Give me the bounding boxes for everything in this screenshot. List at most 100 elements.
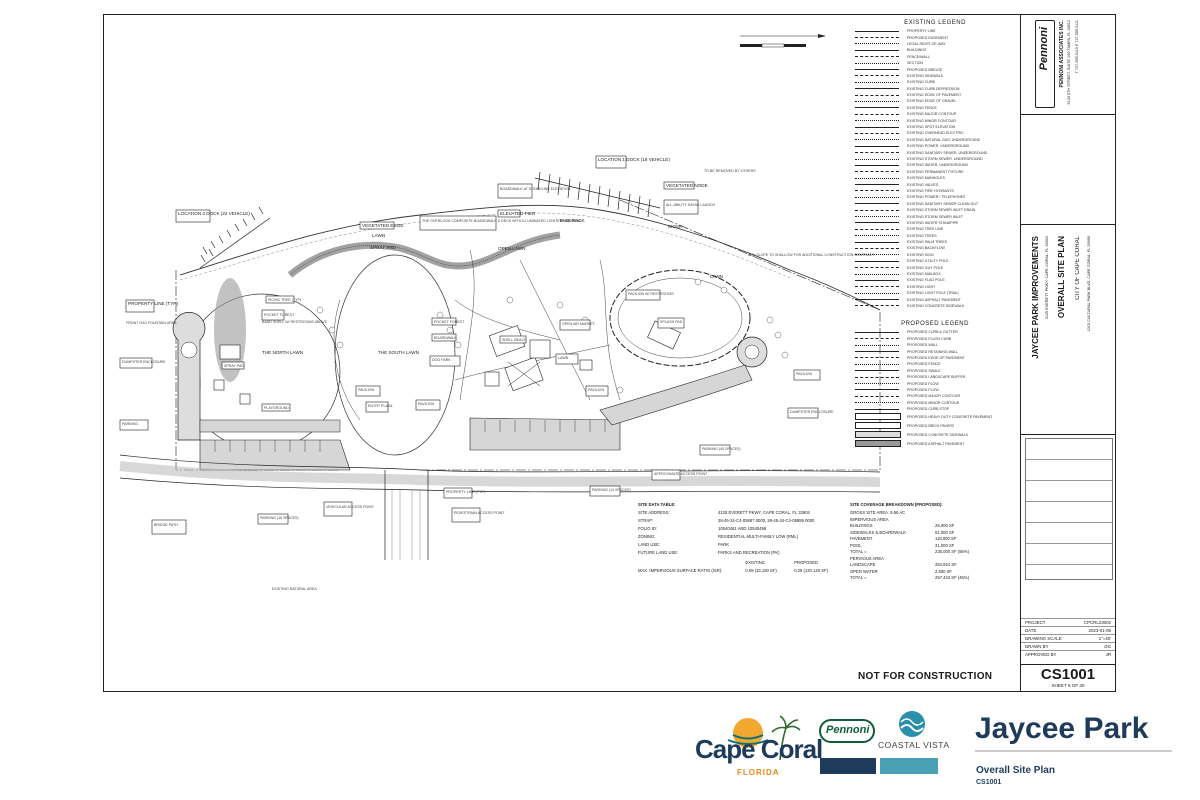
legend-item: EXISTING FLAG POLE bbox=[855, 277, 1015, 283]
site-data-table: SITE DATA TABLE: SITE ADDRESS:4125 EVERE… bbox=[638, 500, 843, 574]
legend-symbol bbox=[855, 74, 907, 78]
legend-item: PROPERTY LINE bbox=[855, 28, 1015, 34]
parking-diagonal-west bbox=[199, 419, 341, 433]
plan-label: OPEN LAWN bbox=[498, 246, 525, 251]
plan-label: BAND SHELL W/ RESTROOMS ABOVE bbox=[262, 320, 328, 324]
plan-label: PAVILION bbox=[358, 388, 374, 392]
legend-symbol bbox=[855, 431, 907, 439]
legend-item: EXISTING SANITARY SEWER CLEAN OUT bbox=[855, 201, 1015, 207]
plan-label: SHELL BEACH bbox=[502, 338, 527, 342]
plan-label: PARKING bbox=[122, 422, 138, 426]
legend-label: EXISTING EDGE OF GRAVEL bbox=[907, 99, 957, 104]
pennoni-logo-mark bbox=[819, 719, 938, 774]
legend-item: EXISTING WATER, UNDERGROUND bbox=[855, 162, 1015, 168]
legend-symbol bbox=[855, 208, 907, 212]
legend-symbol bbox=[855, 407, 907, 411]
legend-item: EXISTING SIGN bbox=[855, 252, 1015, 258]
footer-branding: Cape Coral FLORIDA Pennoni COASTAL VISTA bbox=[0, 700, 1200, 800]
legend-symbol bbox=[855, 440, 907, 448]
project-address: 4125 EVERETT PKWY, CAPE CORAL, FL 33904 bbox=[1045, 236, 1049, 320]
legend-item: EXISTING TREES bbox=[855, 233, 1015, 239]
legend-item: EXISTING TREE LINE bbox=[855, 226, 1015, 232]
sheet-of: SHEET 6 OF 30 bbox=[1051, 683, 1085, 688]
plan-label: SPRAY PAD bbox=[370, 245, 396, 250]
legend-item: PROPOSED FLOW bbox=[855, 387, 1015, 393]
parking-east-arc bbox=[599, 364, 753, 426]
legend-item: EXISTING LIGHT POLE (TRAIL) bbox=[855, 290, 1015, 296]
legend-item: PROPOSED FLOW bbox=[855, 380, 1015, 386]
plan-label: LOCATION 3 DOCK (22 VEHICLE) bbox=[178, 211, 250, 216]
legend-label: EXISTING PALM TREES bbox=[907, 240, 948, 245]
legend-item: EXISTING CONCRETE SIDEWALK bbox=[855, 303, 1015, 309]
legend-label: PROPOSED SWALE bbox=[907, 368, 941, 373]
south-lawn-circle bbox=[334, 254, 456, 456]
legend-item: EXISTING MINOR CONTOUR bbox=[855, 117, 1015, 123]
plan-label: PICNIC TREE (TYP) bbox=[268, 298, 301, 302]
legend-item: PROPOSED WALL bbox=[855, 342, 1015, 348]
legend-item: EXISTING SPOT ELEVATION bbox=[855, 124, 1015, 130]
legend-label: PROPOSED WALL bbox=[907, 343, 939, 348]
legend-item: PROPOSED ASPHALT PAVEMENT bbox=[855, 439, 1015, 448]
legend-item: EXISTING EDGE OF PAVEMENT bbox=[855, 92, 1015, 98]
shoreline bbox=[179, 204, 881, 311]
palm-tree-icon bbox=[771, 715, 801, 761]
plan-label: KIOSK bbox=[668, 224, 683, 229]
plan-label: PAVILION bbox=[588, 388, 604, 392]
legend-symbol bbox=[855, 80, 907, 84]
footer-subtitle: Overall Site Plan bbox=[976, 765, 1055, 776]
legend-symbol bbox=[855, 61, 907, 65]
legend-symbol bbox=[855, 253, 907, 257]
legend-symbol bbox=[855, 337, 907, 341]
plan-label: POCKET FOREST bbox=[264, 313, 295, 317]
dock-location-1 bbox=[534, 171, 661, 218]
legend-item: EXISTING CURB bbox=[855, 79, 1015, 85]
legend-label: PROPOSED MINOR CONTOUR bbox=[907, 400, 960, 405]
plan-label: LAWN bbox=[558, 356, 569, 360]
legend-label: EXISTING GUY POLE bbox=[907, 265, 944, 270]
legend-item: EXISTING VALVES bbox=[855, 181, 1015, 187]
plan-label: VEGETATED NODE bbox=[666, 183, 708, 188]
legend-item: PROPOSED CURB STOP bbox=[855, 406, 1015, 412]
plan-label: PARKING (40 SPACES) bbox=[702, 447, 741, 451]
plan-label: BRIDGE PATH bbox=[154, 523, 178, 527]
legend-item: FENCE/WALL bbox=[855, 54, 1015, 60]
legend-symbol bbox=[855, 388, 907, 392]
legend-symbol bbox=[855, 375, 907, 379]
pennoni-logo: Pennoni bbox=[1038, 27, 1050, 71]
legend-item: PROPOSED HEAVY DUTY CONCRETE PAVEMENT bbox=[855, 412, 1015, 421]
site-plan-drawing: LOCATION 3 DOCK (22 VEHICLE) LOCATION 1 … bbox=[119, 34, 881, 591]
legend-item: PROPOSED FENCE bbox=[855, 361, 1015, 367]
legend-item: EXISTING GUY POLE bbox=[855, 264, 1015, 270]
legend-label: EXISTING SIGN bbox=[907, 252, 934, 257]
plan-label: THE SOUTH LAWN bbox=[378, 350, 419, 355]
parking-west bbox=[199, 439, 351, 471]
isr-row: MAX. IMPERVIOUS SURFACE RATIO (ISR): 0.0… bbox=[638, 567, 828, 573]
plan-label: FRONT GAS FOUNTAIN AREA bbox=[126, 321, 177, 325]
coverage-row: TOTAL =257,424 SF (46%) bbox=[850, 575, 969, 581]
legend-label: PROPOSED CURB STOP bbox=[907, 407, 950, 412]
legend-item: EXISTING POWER, UNDERGROUND bbox=[855, 143, 1015, 149]
plan-label: PROPERTY LINE (TYP) bbox=[446, 490, 485, 494]
legend-label: FENCE/WALL bbox=[907, 54, 930, 59]
east-loop-path bbox=[609, 269, 751, 367]
footer-graphics bbox=[727, 711, 1172, 774]
plan-label: TO BE REMOVED BY OTHERS bbox=[704, 169, 756, 173]
legend-symbol bbox=[855, 112, 907, 116]
legend-label: EXISTING LIGHT POLE (TRAIL) bbox=[907, 291, 960, 296]
drawing-scale: 1"=40' bbox=[1098, 636, 1111, 641]
legend-label: EXISTING FLAG POLE bbox=[907, 278, 945, 283]
site-data-row: FOLIO ID:10540461 AND 10540498 bbox=[638, 525, 767, 531]
legend-label: EXISTING FIRE HYDRANTS bbox=[907, 188, 954, 193]
coverage-sub: GROSS SITE AREA: 9.58 AC bbox=[850, 509, 906, 515]
legend-label: EXISTING ASPHALT PAVEMENT bbox=[907, 297, 961, 302]
legend-label: EXISTING MAJOR CONTOUR bbox=[907, 112, 957, 117]
legend-item: PROPOSED SWALE bbox=[855, 368, 1015, 374]
plan-label: PARKING (16 SPACES) bbox=[260, 516, 299, 520]
firm-address: 5133 5TH STREET, SUITE 100 TAMPA, FL 336… bbox=[1067, 20, 1071, 105]
legend-symbol bbox=[855, 330, 907, 334]
legend-symbol bbox=[855, 125, 907, 129]
legend-label: EXISTING LIGHT bbox=[907, 284, 936, 289]
